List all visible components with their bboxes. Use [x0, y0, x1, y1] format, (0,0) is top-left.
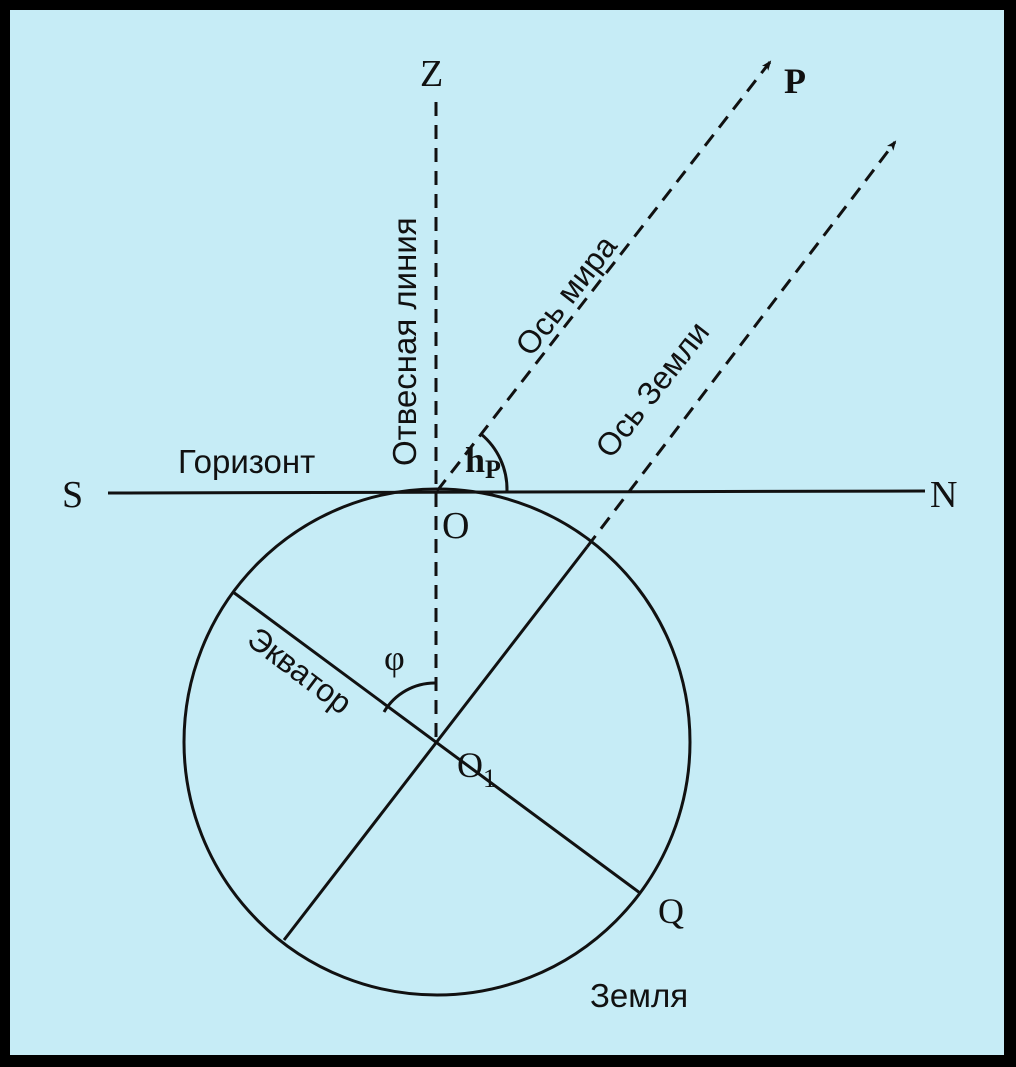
south-label: S: [62, 474, 83, 516]
horizon-line: [107, 489, 926, 495]
center-letter: O: [457, 745, 483, 785]
pole-height-label: hP: [465, 440, 501, 484]
earth-axis-dashed-line: [585, 140, 897, 548]
pole-height-arc: [480, 432, 509, 492]
equator-line: [232, 590, 641, 895]
pole-height-subscript: P: [485, 455, 501, 484]
center-subscript: 1: [483, 764, 496, 793]
north-label: N: [930, 474, 957, 516]
center-label: O1: [457, 745, 496, 793]
observer-label: O: [442, 505, 469, 547]
zenith-label: Z: [420, 53, 443, 95]
equator-point-label: Q: [658, 891, 684, 931]
pole-label: P: [784, 61, 806, 101]
diagram-panel: [10, 10, 1004, 1055]
earth-label: Земля: [590, 977, 688, 1014]
horizon-label: Горизонт: [178, 443, 315, 480]
plumb-line-label: Отвесная линия: [386, 217, 423, 466]
latitude-label: φ: [384, 638, 405, 678]
pole-height-letter: h: [465, 440, 485, 480]
earth-axis-label: Ось Земли: [588, 314, 716, 464]
world-axis-label: Ось мира: [508, 228, 624, 362]
latitude-arc: [382, 681, 437, 713]
